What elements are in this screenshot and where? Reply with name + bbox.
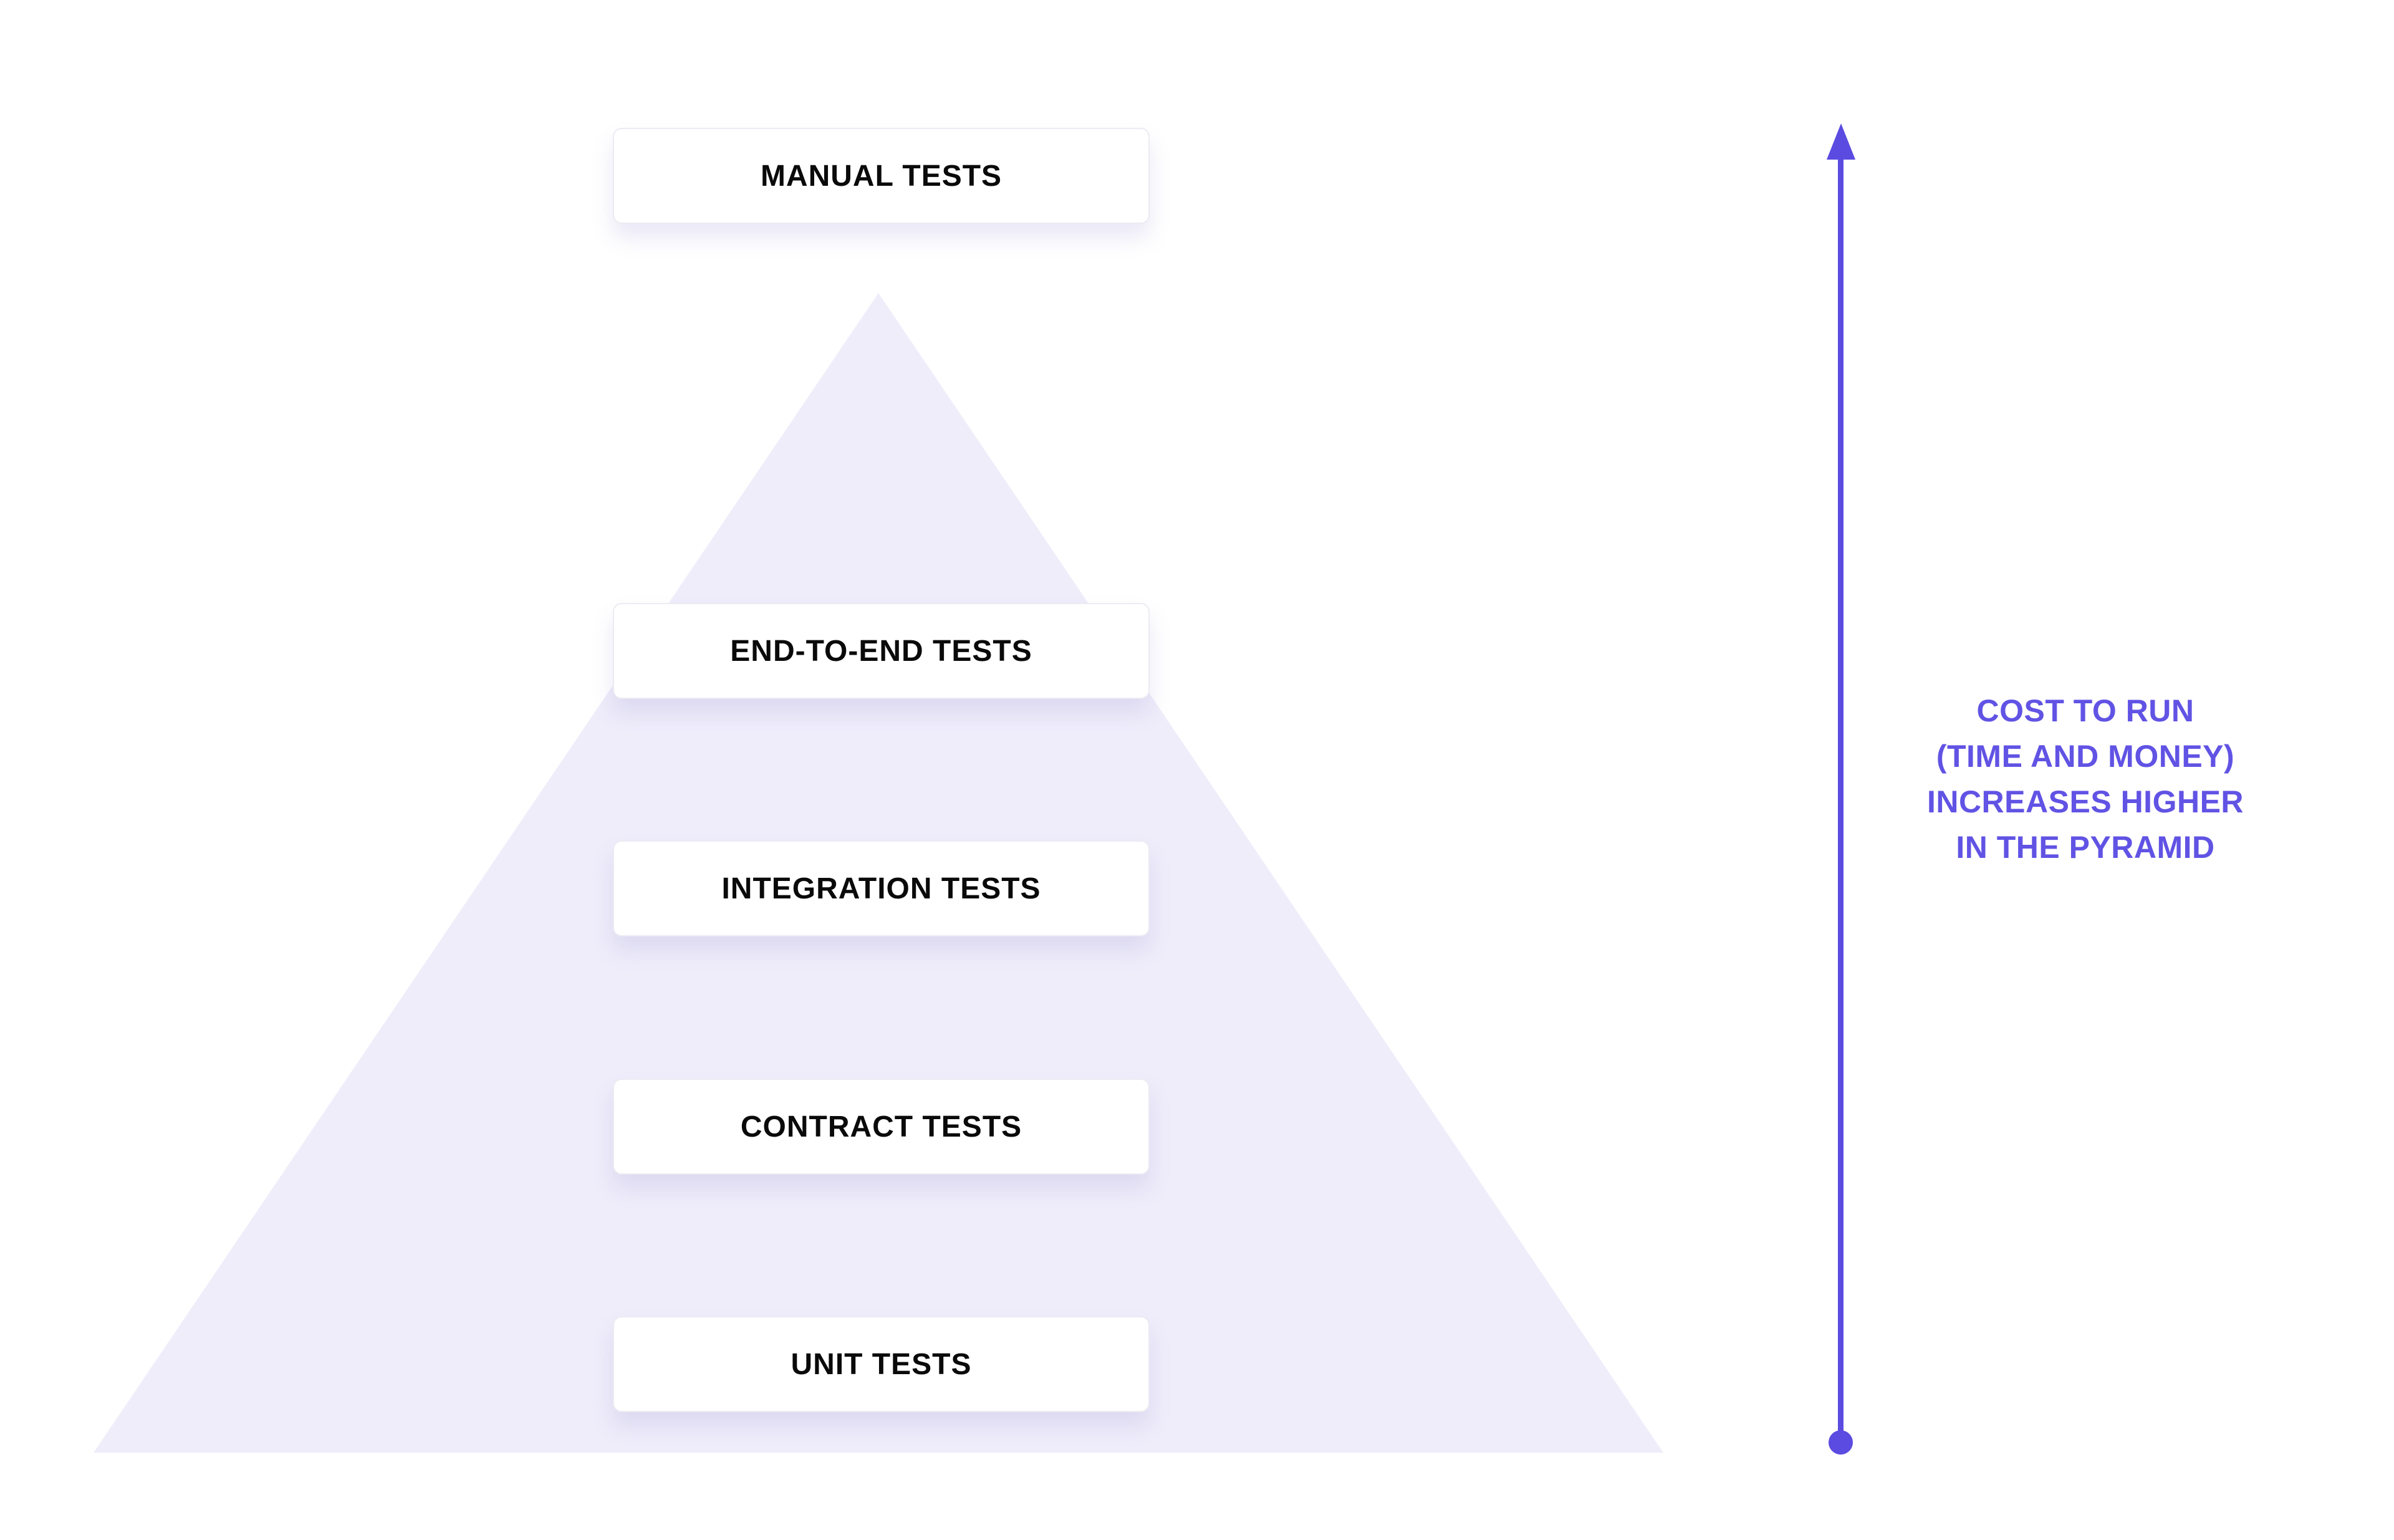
arrow-base-dot-icon: [1829, 1430, 1853, 1455]
level-label-contract-tests: CONTRACT TESTS: [740, 1110, 1022, 1143]
level-label-unit-tests: UNIT TESTS: [791, 1347, 972, 1381]
cost-annotation-line-4: IN THE PYRAMID: [1956, 830, 2215, 865]
cost-annotation-line-1: COST TO RUN: [1976, 693, 2194, 728]
level-box-end-to-end-tests: END-TO-END TESTS: [613, 603, 1150, 699]
level-box-manual-tests: MANUAL TESTS: [613, 128, 1150, 224]
level-box-integration-tests: INTEGRATION TESTS: [613, 840, 1150, 936]
level-label-manual-tests: MANUAL TESTS: [760, 159, 1002, 193]
arrow-up-head-icon: [1827, 123, 1855, 160]
arrow-line: [1838, 157, 1844, 1442]
level-label-integration-tests: INTEGRATION TESTS: [721, 872, 1041, 905]
level-box-unit-tests: UNIT TESTS: [613, 1316, 1150, 1412]
cost-annotation: COST TO RUN (TIME AND MONEY) INCREASES H…: [1870, 688, 2300, 870]
cost-annotation-line-3: INCREASES HIGHER: [1926, 784, 2244, 819]
level-box-contract-tests: CONTRACT TESTS: [613, 1079, 1150, 1175]
level-label-end-to-end-tests: END-TO-END TESTS: [730, 634, 1032, 668]
cost-annotation-line-2: (TIME AND MONEY): [1936, 739, 2235, 774]
